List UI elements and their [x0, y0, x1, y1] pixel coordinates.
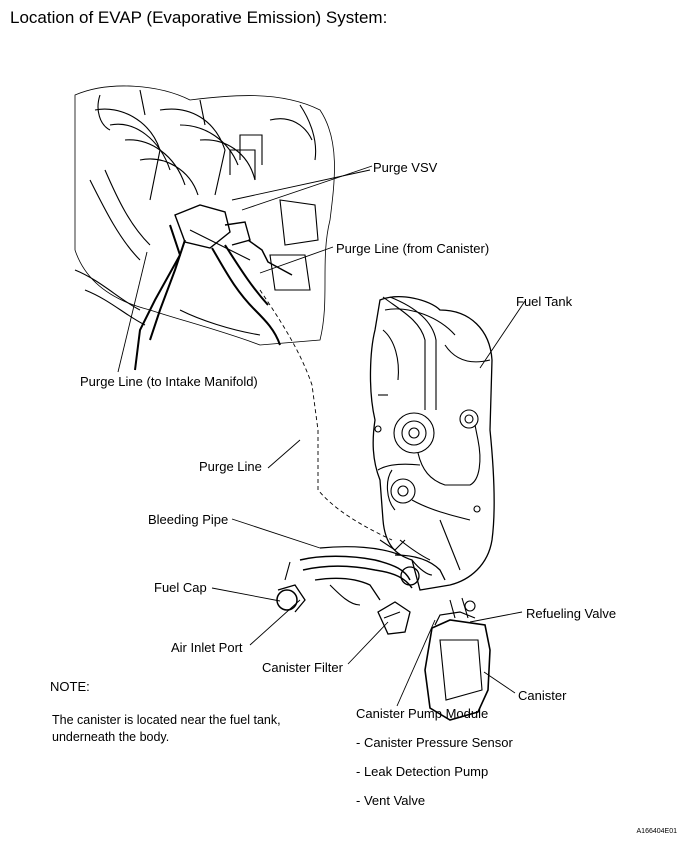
- leader-lines: [117, 165, 526, 707]
- label-fuel-cap: Fuel Cap: [154, 580, 207, 595]
- label-purge-line-to-intake: Purge Line (to Intake Manifold): [80, 374, 258, 389]
- filler-pipes-illustration: [276, 546, 491, 721]
- label-purge-line-from-canister: Purge Line (from Canister): [336, 241, 490, 256]
- pump-module-item: - Leak Detection Pump: [356, 764, 489, 779]
- label-fuel-tank: Fuel Tank: [516, 294, 573, 309]
- label-bleeding-pipe: Bleeding Pipe: [148, 512, 229, 527]
- fuel-tank-illustration: [369, 296, 495, 591]
- label-air-inlet-port: Air Inlet Port: [171, 640, 243, 655]
- note-text: The canister is located near the fuel ta…: [52, 713, 281, 744]
- pump-module-item: - Canister Pressure Sensor: [356, 735, 513, 750]
- pump-module-item: - Vent Valve: [356, 793, 426, 808]
- label-purge-line: Purge Line: [199, 459, 262, 474]
- label-refueling-valve: Refueling Valve: [526, 606, 617, 621]
- label-canister-pump-module: Canister Pump Module: [356, 706, 489, 721]
- figure-code: A166404E01: [636, 828, 677, 835]
- engine-illustration: [74, 85, 335, 371]
- note-heading: NOTE:: [50, 679, 90, 694]
- purge-line-dashed: [259, 289, 393, 541]
- label-canister: Canister: [518, 688, 567, 703]
- label-purge-vsv: Purge VSV: [373, 160, 438, 175]
- page-title: Location of EVAP (Evaporative Emission) …: [10, 8, 388, 27]
- label-canister-filter: Canister Filter: [262, 660, 343, 675]
